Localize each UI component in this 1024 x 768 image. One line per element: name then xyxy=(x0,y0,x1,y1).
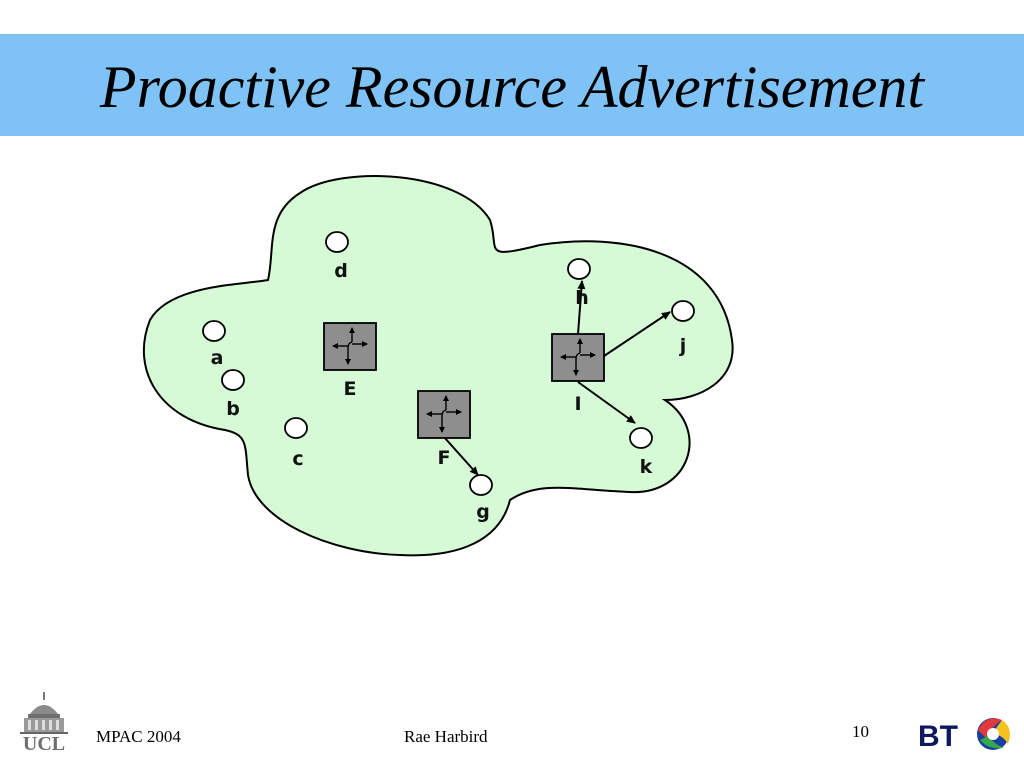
node-j-label: j xyxy=(679,335,687,357)
node-k-circle xyxy=(629,427,653,449)
node-a-circle xyxy=(202,320,226,342)
edge-i-to-k xyxy=(577,381,636,424)
node-b-label: b xyxy=(226,398,240,420)
footer-event: MPAC 2004 xyxy=(96,727,181,746)
router-arrows-icon xyxy=(426,395,462,433)
node-j-circle xyxy=(671,300,695,322)
node-h-label: h xyxy=(575,287,589,309)
router-i: I xyxy=(551,333,605,415)
node-b-circle xyxy=(221,369,245,391)
router-i-label: I xyxy=(574,393,581,415)
ucl-logo: UCL xyxy=(20,692,68,755)
node-g-circle xyxy=(469,474,493,496)
routers-layer: E F I xyxy=(323,322,605,469)
bt-logo: BT xyxy=(918,718,1010,753)
node-d-label: d xyxy=(334,260,348,282)
nodes-layer: a b c d g h j k xyxy=(202,231,695,523)
node-k-label: k xyxy=(640,456,653,478)
router-f: F xyxy=(417,390,471,469)
title-bar xyxy=(0,34,1024,136)
bt-logo-text: BT xyxy=(918,720,958,753)
edge-i-to-h xyxy=(577,280,586,335)
edges-layer xyxy=(443,280,671,476)
router-f-label: F xyxy=(438,447,451,469)
slide-title: Proactive Resource Advertisement xyxy=(99,54,925,120)
router-arrows-icon xyxy=(560,338,596,376)
node-d-circle xyxy=(325,231,349,253)
router-e-box xyxy=(323,322,377,371)
node-g-label: g xyxy=(476,501,490,523)
network-region xyxy=(142,175,734,557)
router-i-box xyxy=(551,333,605,382)
page-number: 10 xyxy=(852,722,869,741)
router-e-label: E xyxy=(344,378,357,400)
router-e: E xyxy=(323,322,377,400)
router-f-box xyxy=(417,390,471,439)
node-c-circle xyxy=(284,417,308,439)
edge-f-to-g xyxy=(443,436,479,476)
router-arrows-icon xyxy=(332,327,368,365)
ucl-logo-text: UCL xyxy=(23,733,65,755)
footer-author: Rae Harbird xyxy=(404,727,488,746)
node-h-circle xyxy=(567,258,591,280)
node-c-label: c xyxy=(292,448,303,470)
node-a-label: a xyxy=(211,347,224,369)
edge-i-to-j xyxy=(603,311,671,357)
